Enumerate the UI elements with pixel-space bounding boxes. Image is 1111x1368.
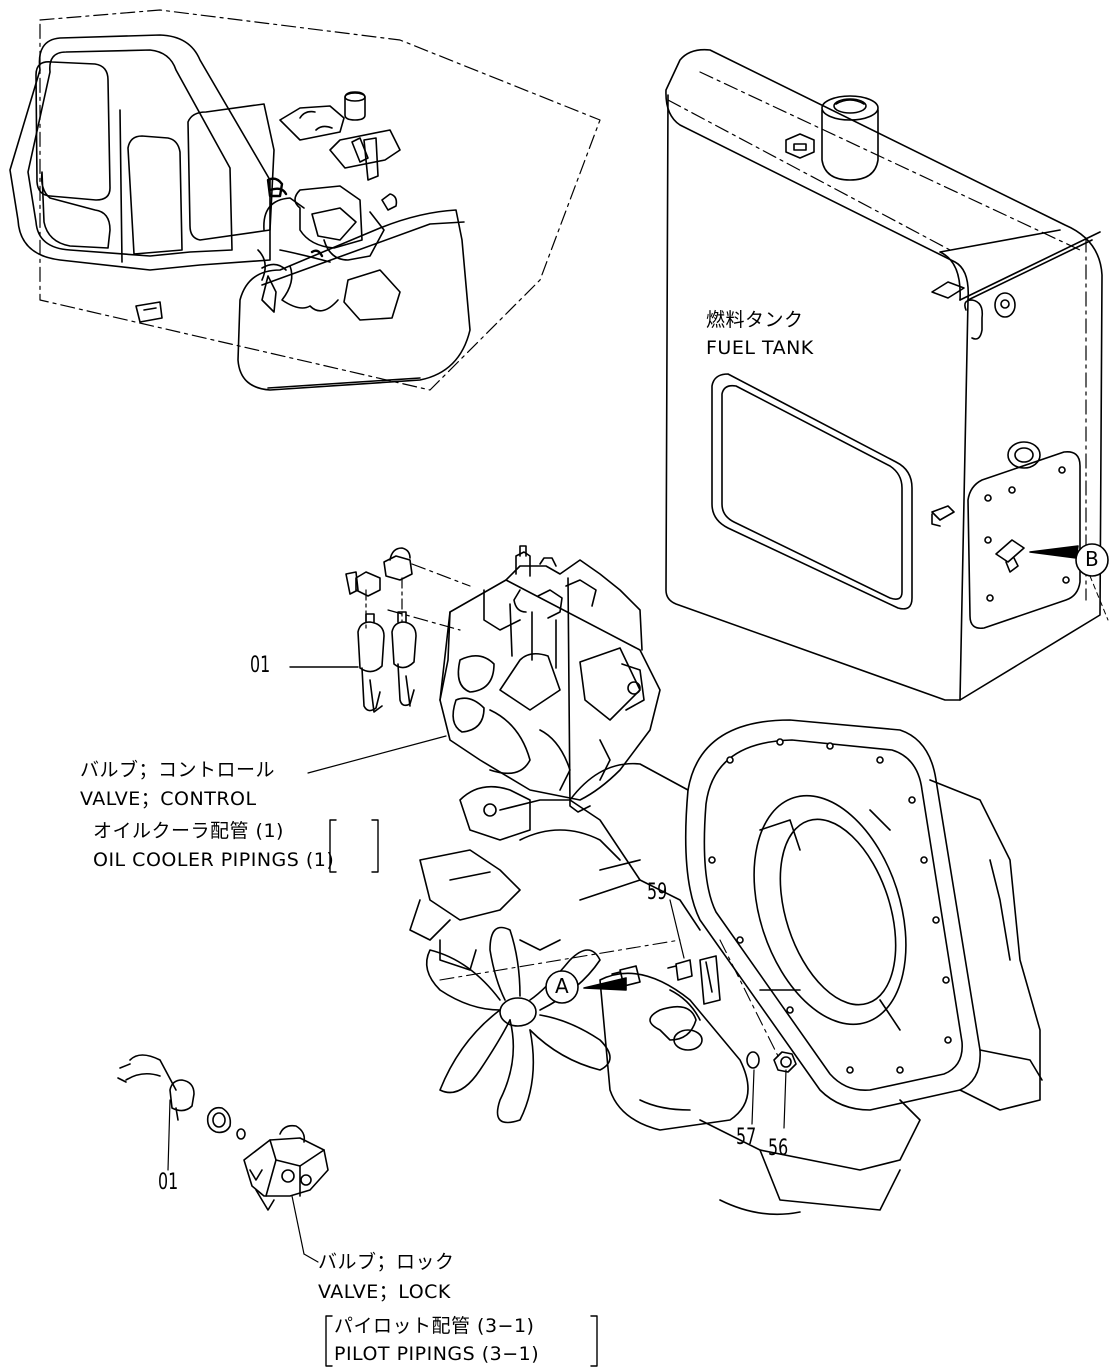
oil-cooler-label-en: OIL COOLER PIPINGS (1) [93, 849, 335, 871]
lock-valve-label-jp: バルブ；ロック [318, 1251, 455, 1273]
callout-b [1029, 543, 1109, 577]
part-number-01-lower: 01 [158, 1170, 179, 1195]
engine-drawing [409, 719, 1043, 1216]
fuel-tank-drawing [665, 48, 1109, 701]
part-number-57: 57 [736, 1125, 757, 1150]
control-valve-drawing [345, 545, 661, 813]
control-valve-label-en: VALVE；CONTROL [80, 788, 257, 810]
lock-valve-label-en: VALVE；LOCK [318, 1281, 451, 1303]
part-number-01-upper: 01 [250, 653, 271, 678]
part-number-59: 59 [647, 880, 668, 905]
callout-a [545, 970, 627, 1004]
pilot-label-jp: パイロット配管 (3−1) [334, 1315, 535, 1337]
fuel-tank-label-jp: 燃料タンク [706, 309, 804, 331]
oil-cooler-label-jp: オイルクーラ配管 (1) [93, 820, 284, 842]
label-brackets [325, 819, 598, 1367]
part-number-56: 56 [768, 1136, 789, 1161]
callout-a-letter: A [555, 974, 570, 998]
excavator-overview [9, 9, 601, 391]
fuel-tank-label-en: FUEL TANK [706, 337, 814, 359]
control-valve-label-jp: バルブ；コントロール [80, 759, 276, 781]
callout-b-letter: B [1085, 547, 1100, 571]
lock-valve-drawing [117, 1054, 329, 1263]
pilot-label-en: PILOT PIPINGS (3−1) [334, 1343, 540, 1365]
